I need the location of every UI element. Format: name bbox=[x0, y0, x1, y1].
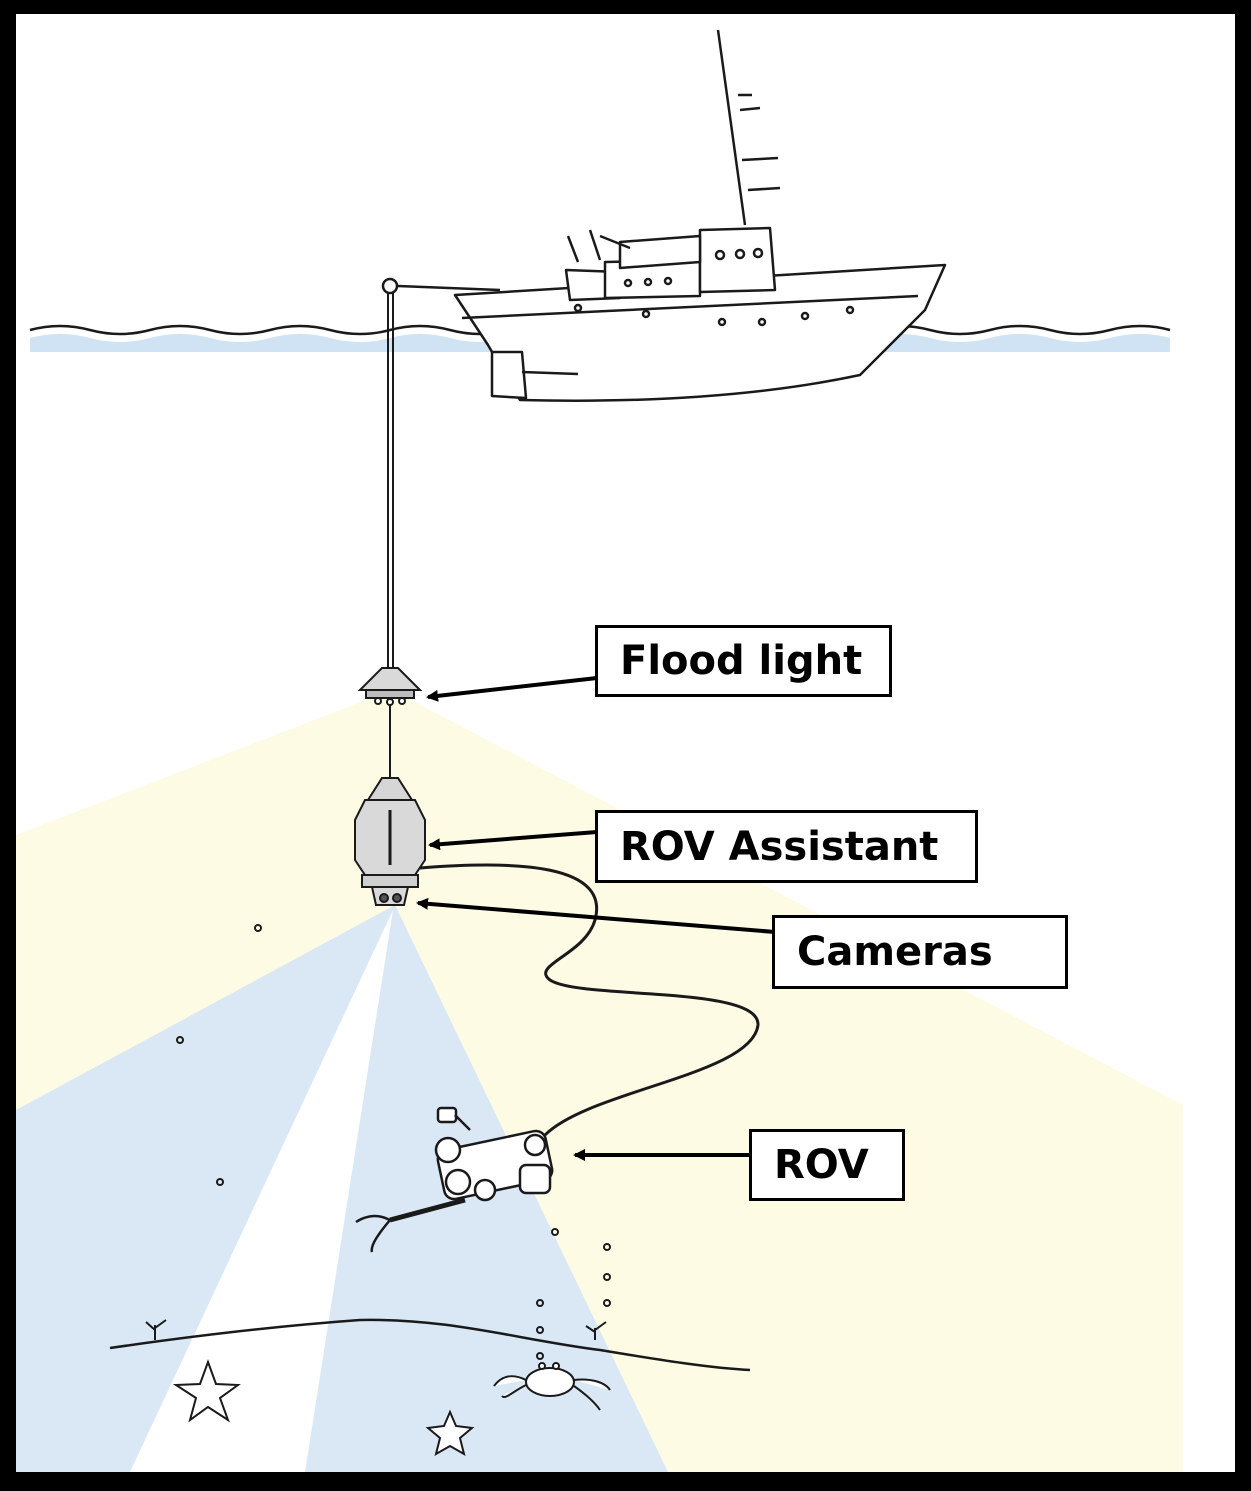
sea-floor bbox=[109, 1318, 751, 1372]
sea-plant-icon bbox=[145, 1319, 607, 1340]
label-arrows bbox=[416, 676, 776, 1161]
umbilical-cable bbox=[419, 863, 760, 1137]
cameras-arrow bbox=[416, 897, 776, 934]
rov-label-text: ROV bbox=[774, 1142, 869, 1188]
flood-light-label: Flood light bbox=[595, 625, 892, 697]
ship-icon bbox=[381, 29, 947, 402]
rov-assistant-icon bbox=[354, 777, 426, 888]
cameras-label: Cameras bbox=[772, 915, 1068, 989]
flood-light-icon bbox=[357, 667, 423, 706]
tether-cable bbox=[387, 293, 394, 778]
flood-light-label-text: Flood light bbox=[620, 638, 863, 684]
rov-assistant-label-text: ROV Assistant bbox=[620, 823, 939, 870]
starfish-icon bbox=[172, 1359, 475, 1457]
rov-label: ROV bbox=[749, 1129, 905, 1201]
rov-assistant-label: ROV Assistant bbox=[595, 810, 978, 883]
cameras-label-text: Cameras bbox=[797, 929, 993, 975]
crab-icon bbox=[493, 1362, 611, 1411]
bubbles bbox=[176, 924, 611, 1360]
flood-light-arrow bbox=[426, 676, 598, 702]
camera-beam-gap bbox=[130, 910, 393, 1472]
rov-icon bbox=[355, 1106, 554, 1253]
rov-assistant-arrow bbox=[428, 830, 598, 851]
camera-icon bbox=[370, 886, 410, 906]
